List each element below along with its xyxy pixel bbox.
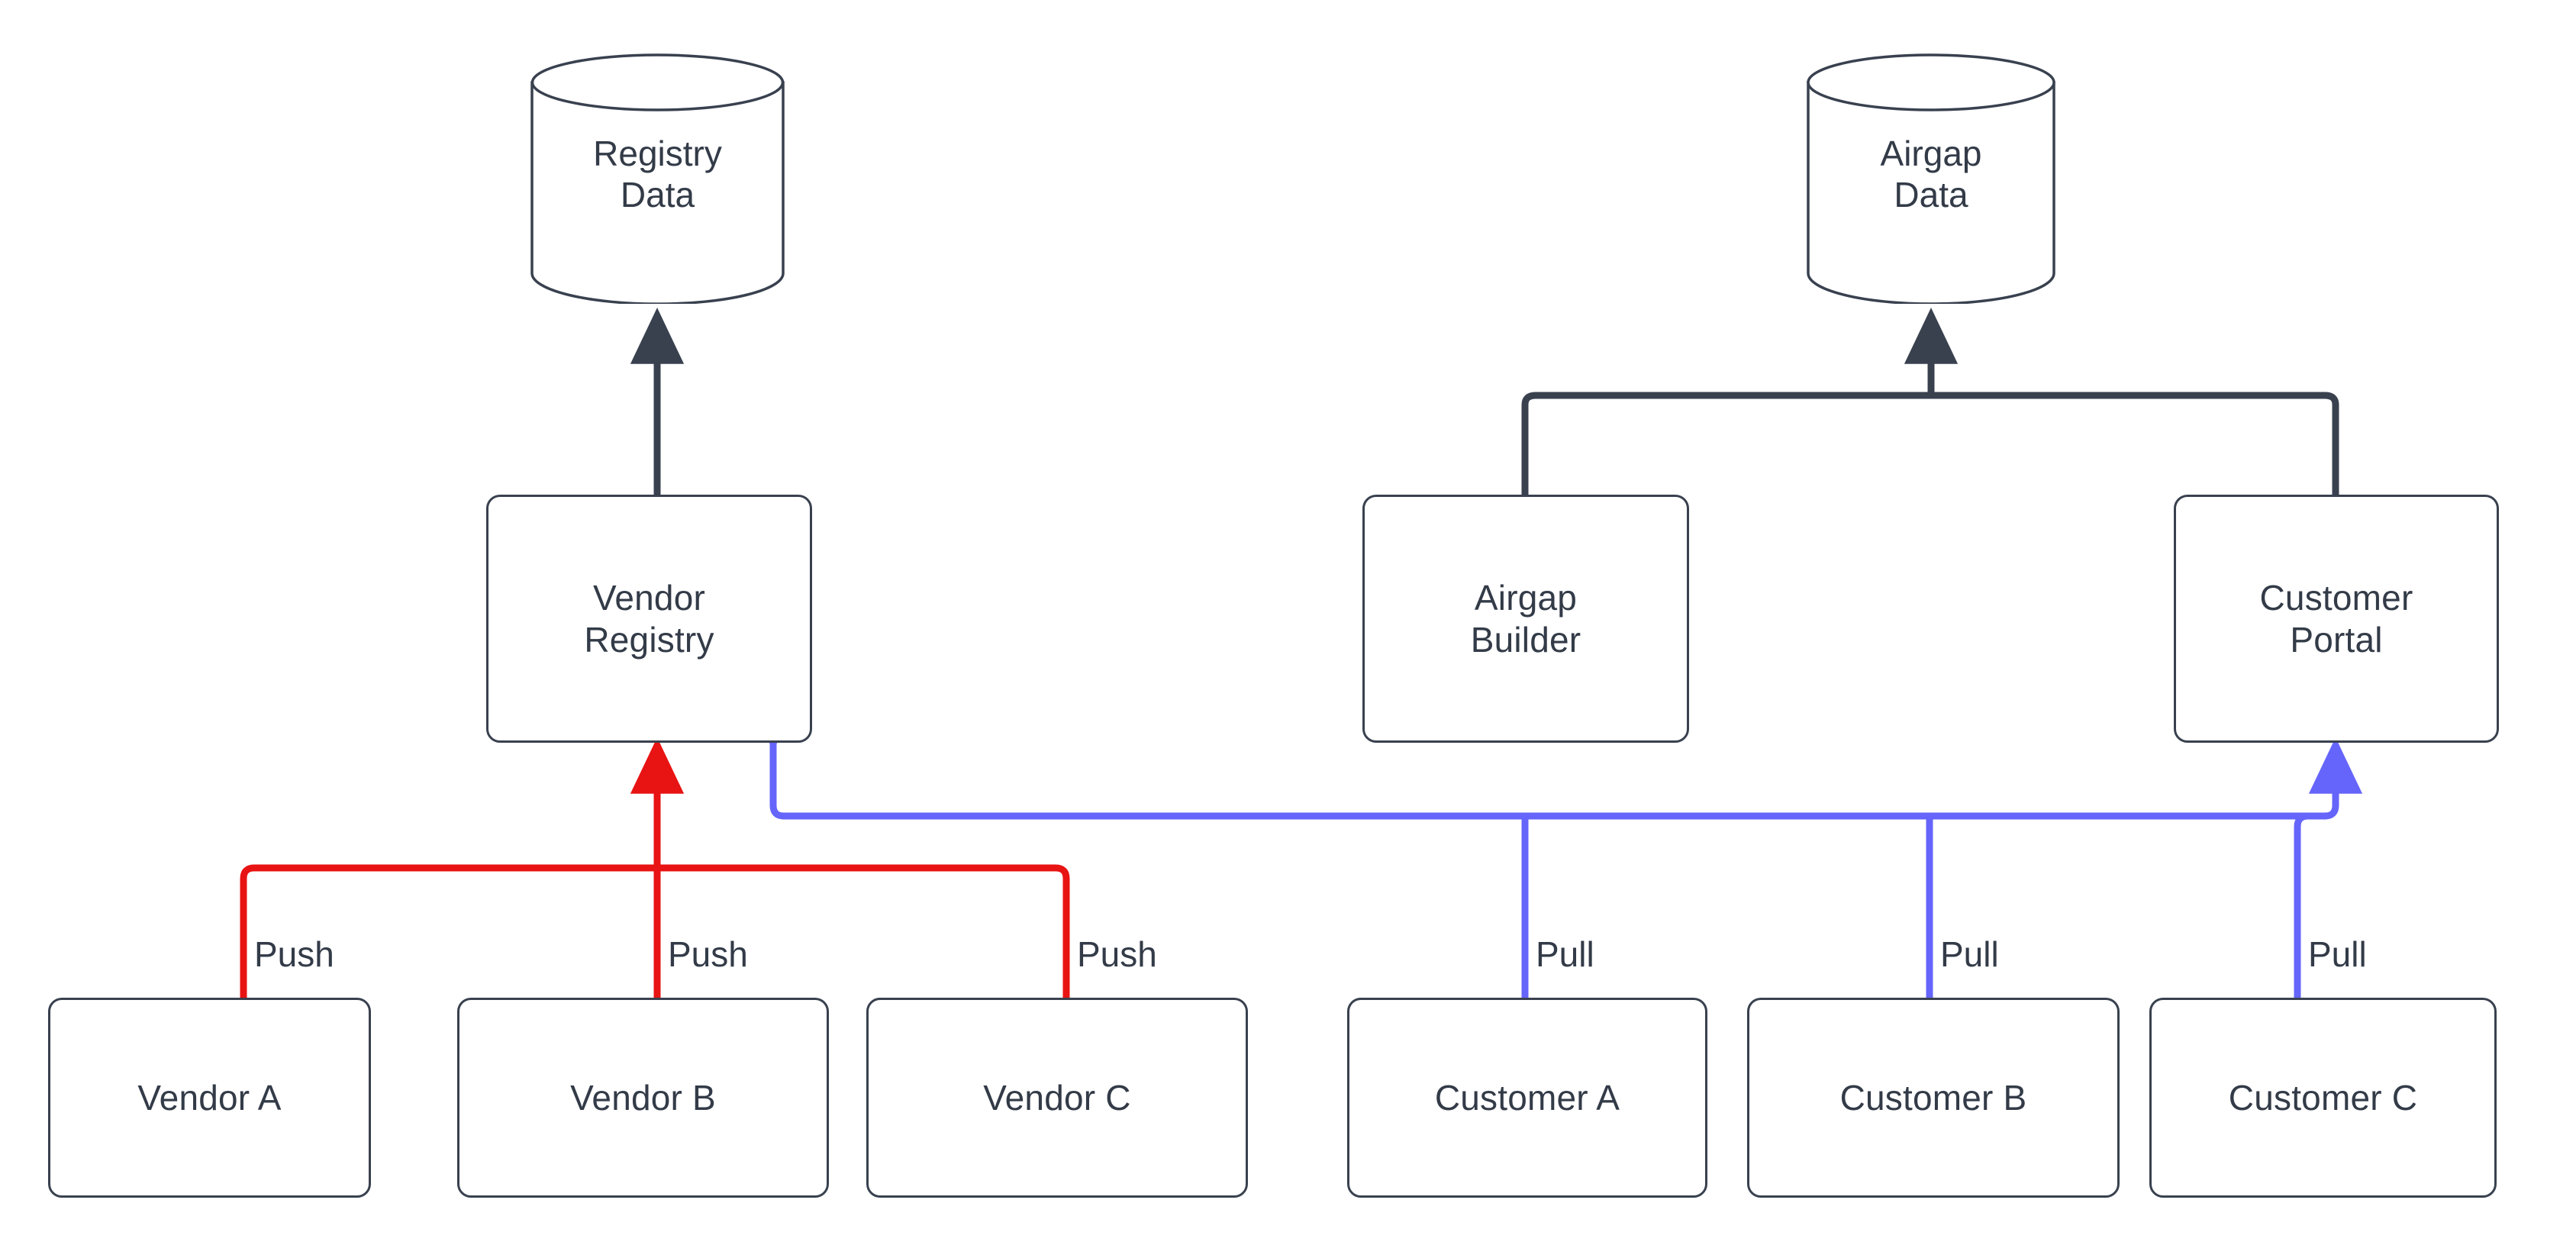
edge-vendor-c-push bbox=[657, 864, 1070, 998]
edge-label-push-vendor-c: Push bbox=[1077, 934, 1157, 974]
edge-label-push-vendor-a: Push bbox=[254, 934, 334, 974]
node-vendor-a[interactable]: Vendor A bbox=[48, 998, 371, 1198]
node-vendor-registry[interactable]: Vendor Registry bbox=[486, 495, 812, 743]
node-customer-c[interactable]: Customer C bbox=[2149, 998, 2497, 1198]
datastore-registry-data[interactable]: Registry Data bbox=[530, 52, 785, 305]
edge-pull-bus-to-vendor-registry bbox=[746, 695, 1525, 820]
edge-label-pull-customer-c: Pull bbox=[2308, 934, 2367, 974]
edge-airgap-builder-to-airgap-data bbox=[1521, 392, 1931, 495]
edge-label-pull-customer-b: Pull bbox=[1940, 934, 1999, 974]
cylinder-shape-airgap-data bbox=[1807, 53, 2055, 305]
edge-pull-bus-horizontal bbox=[1525, 805, 2339, 820]
node-customer-b[interactable]: Customer B bbox=[1747, 998, 2120, 1198]
node-customer-portal[interactable]: Customer Portal bbox=[2174, 495, 2499, 743]
node-airgap-builder[interactable]: Airgap Builder bbox=[1362, 495, 1689, 743]
edge-customer-portal-to-airgap-data bbox=[1931, 392, 2339, 495]
edge-label-pull-customer-a: Pull bbox=[1536, 934, 1594, 974]
node-vendor-b[interactable]: Vendor B bbox=[457, 998, 829, 1198]
cylinder-shape-registry-data bbox=[530, 53, 785, 305]
datastore-airgap-data[interactable]: Airgap Data bbox=[1806, 52, 2056, 305]
node-vendor-c[interactable]: Vendor C bbox=[866, 998, 1248, 1198]
edge-vendor-a-push bbox=[240, 864, 657, 998]
node-customer-a[interactable]: Customer A bbox=[1347, 998, 1707, 1198]
edge-label-push-vendor-b: Push bbox=[668, 934, 748, 974]
